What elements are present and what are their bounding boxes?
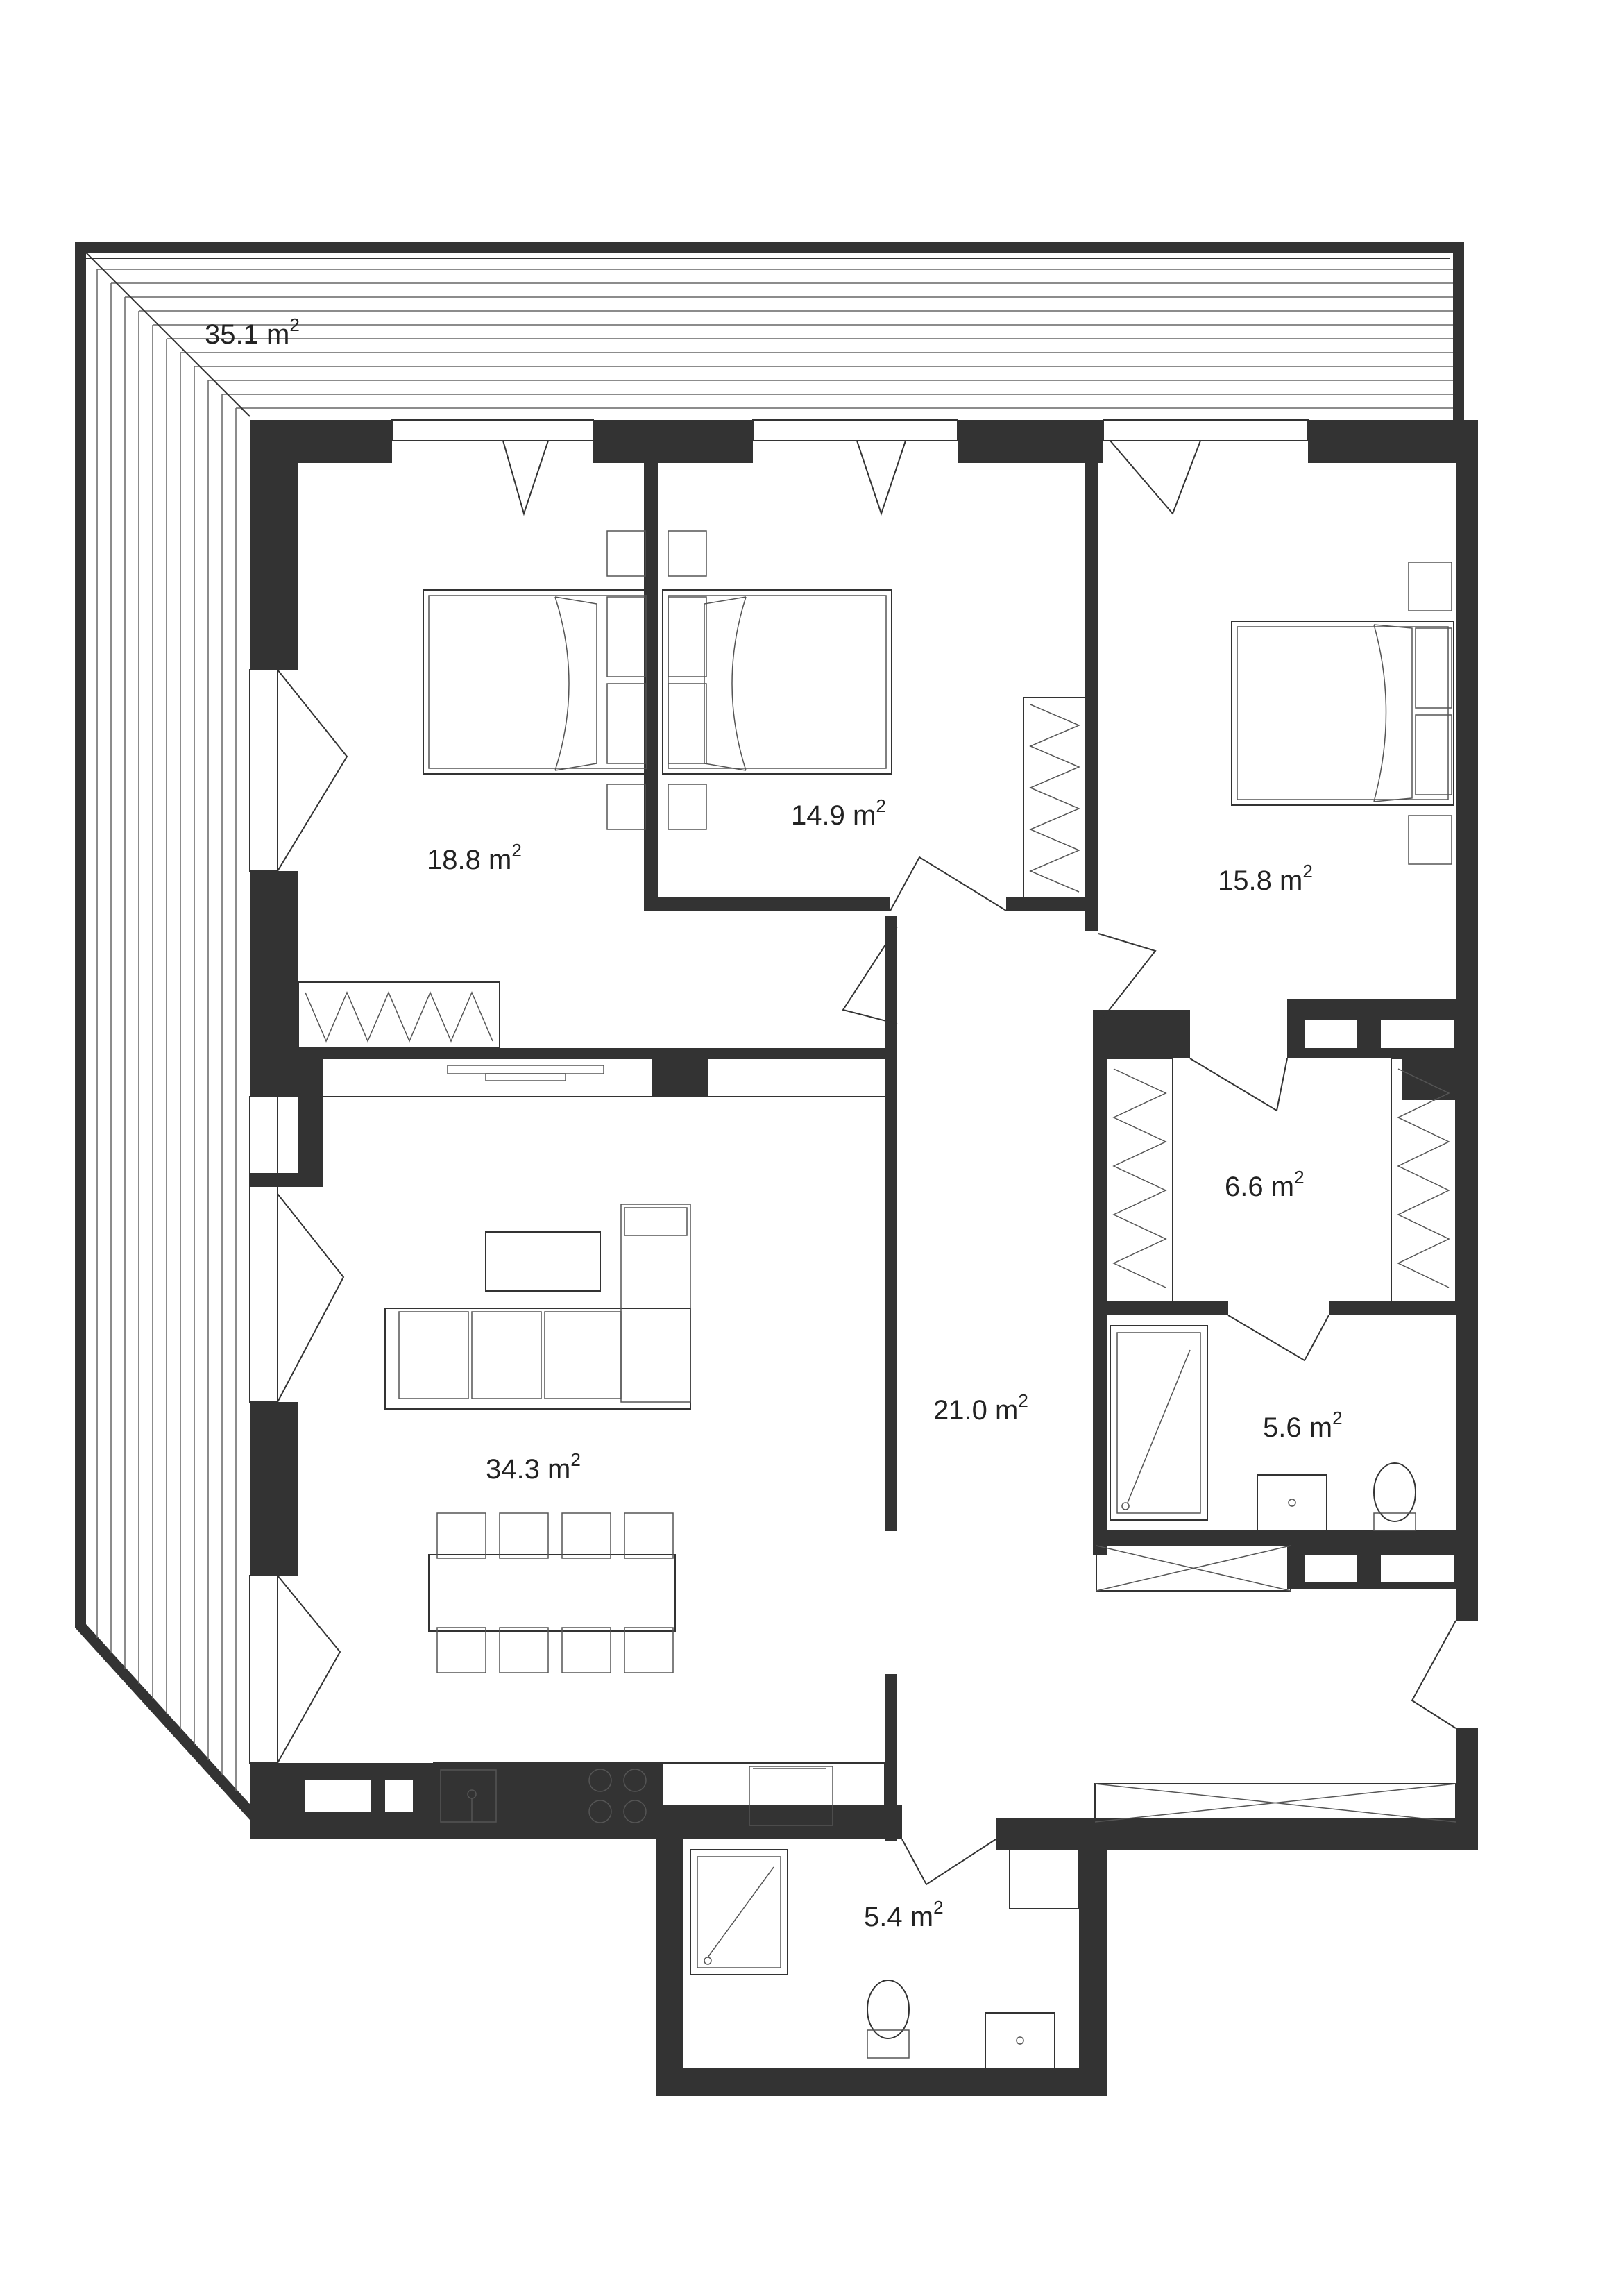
entrance-closet	[1094, 1783, 1456, 1823]
door-shower-room	[901, 1839, 996, 1886]
dining-table	[428, 1512, 676, 1673]
door-swing-left-2	[277, 1193, 345, 1403]
door-swing-top-3	[1110, 440, 1201, 515]
area-labels: 35.1 m2 18.8 m2 14.9 m2 15.8 m2 6.6 m2 5…	[205, 314, 1343, 1932]
area-label-wardrobe: 6.6 m2	[1225, 1167, 1305, 1202]
bed-left	[423, 530, 653, 830]
interior-walls	[250, 463, 1478, 1841]
bed-right	[1231, 562, 1454, 865]
bathroom-sink	[1257, 1474, 1327, 1531]
area-label-bedroom-left: 18.8 m2	[427, 840, 522, 875]
shower-room-sink	[985, 2012, 1055, 2069]
bathtub	[1110, 1325, 1208, 1521]
wardrobe-walkin-left	[1106, 1058, 1173, 1302]
door-hall-left	[842, 926, 898, 1024]
wardrobe-left-bedroom	[298, 981, 500, 1049]
wall-voids	[305, 1020, 1454, 2068]
area-label-bedroom-middle: 14.9 m2	[791, 795, 886, 831]
sliding-door-panel	[323, 1065, 885, 1097]
doors	[277, 440, 1456, 1886]
door-swing-top-2	[856, 440, 906, 516]
bed-middle	[662, 530, 892, 830]
sofa	[384, 1204, 691, 1410]
exterior-walls	[249, 419, 1478, 2096]
area-label-hallway: 21.0 m2	[933, 1390, 1028, 1426]
bathroom-toilet	[1373, 1462, 1416, 1531]
door-swing-left-3	[277, 1575, 341, 1764]
area-label-terrace: 35.1 m2	[205, 314, 300, 350]
deck-boards-horizontal	[97, 269, 1453, 409]
door-swing-top-1	[502, 440, 549, 516]
area-label-living-kitchen: 34.3 m2	[486, 1449, 581, 1485]
wardrobe-middle-bedroom	[1023, 697, 1087, 900]
wardrobe-walkin-right	[1391, 1058, 1456, 1302]
deck-boards-vertical	[96, 269, 237, 1791]
door-wardrobe	[1189, 1058, 1288, 1112]
door-swing-left-1	[277, 669, 348, 872]
area-label-shower-room: 5.4 m2	[864, 1897, 944, 1932]
shower-room-cabinet	[1009, 1839, 1080, 1909]
door-entrance	[1411, 1620, 1456, 1729]
area-label-bedroom-right: 15.8 m2	[1218, 861, 1313, 896]
kitchen-counter	[433, 1762, 885, 1830]
shower-room-toilet	[867, 1980, 910, 2059]
door-bedroom-right	[1098, 933, 1157, 1024]
terrace-deck	[75, 242, 1464, 1820]
bathroom-closet	[1096, 1545, 1291, 1592]
door-bathroom	[1227, 1315, 1329, 1362]
shower-tray	[690, 1849, 788, 1975]
area-label-bathroom: 5.6 m2	[1263, 1408, 1343, 1443]
door-bedroom-middle	[890, 856, 1007, 911]
coffee-table	[485, 1231, 601, 1292]
